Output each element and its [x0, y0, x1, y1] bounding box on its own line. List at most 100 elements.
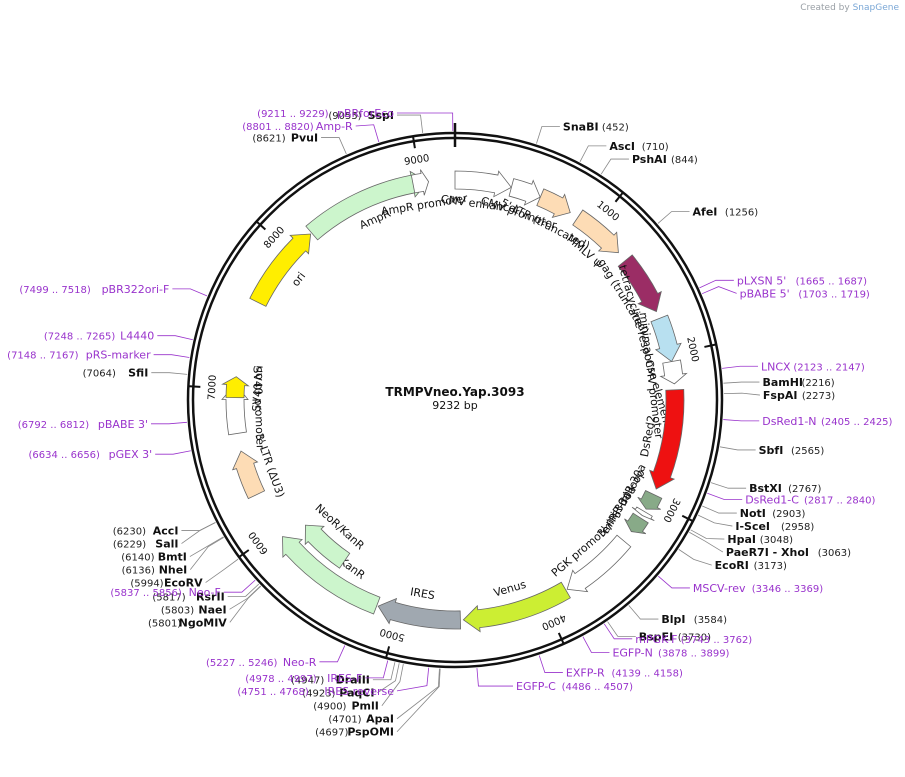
site-leader — [702, 505, 737, 514]
primer-ires-f[interactable]: IRES-F(4978 .. 4997) — [245, 672, 362, 685]
site-fspai[interactable]: FspAI(2273) — [763, 389, 835, 402]
primer-position: (7148 .. 7167) — [7, 351, 79, 362]
site-name: NaeI — [198, 603, 226, 616]
feature-pgk-promoter[interactable] — [566, 534, 632, 593]
site-ecori[interactable]: EcoRI(3173) — [715, 559, 787, 572]
primer-amp-r[interactable]: Amp-R(8801 .. 8820) — [242, 120, 353, 133]
site-i-scei[interactable]: I-SceI(2958) — [735, 520, 814, 533]
primer-mscv-rev[interactable]: MSCV-rev(3346 .. 3369) — [693, 582, 823, 595]
primer-neo-r[interactable]: Neo-R(5227 .. 5246) — [206, 656, 317, 669]
site-acci[interactable]: AccI(6230) — [113, 525, 179, 538]
site-name: SspI — [368, 109, 394, 122]
feature-cmv-enhancer[interactable] — [454, 170, 512, 198]
primer-position: (6634 .. 6656) — [29, 450, 101, 461]
feature-mir-30a-loop[interactable] — [631, 506, 655, 522]
site-paqci[interactable]: PaqCI(4923) — [302, 687, 374, 700]
primer-dsred1-n[interactable]: DsRed1-N(2405 .. 2425) — [762, 415, 892, 428]
site-pvui[interactable]: PvuI(8621) — [252, 131, 318, 144]
primer-egfp-n[interactable]: EGFP-N(3878 .. 3899) — [612, 646, 729, 659]
site-name: HpaI — [727, 533, 756, 546]
site-asci[interactable]: AscI(710) — [609, 140, 668, 153]
site-draiii[interactable]: DraIII(4947) — [291, 674, 370, 687]
feature-cmv-promoter[interactable] — [508, 178, 541, 206]
feature-3-mir-30a[interactable] — [624, 512, 649, 535]
site-snabi[interactable]: SnaBI(452) — [563, 120, 629, 133]
primer-name: L4440 — [120, 330, 154, 343]
feature-ires[interactable] — [377, 597, 462, 630]
primer-name: pLXSN 5' — [737, 274, 786, 287]
site-afei[interactable]: AfeI(1256) — [693, 206, 759, 219]
primer-exfp-r[interactable]: EXFP-R(4139 .. 4158) — [566, 667, 683, 680]
site-leader — [678, 549, 712, 566]
site-name: SbfI — [759, 444, 784, 457]
tick-3000 — [681, 514, 693, 522]
site-leader — [690, 529, 725, 540]
tick-label-2000: 2000 — [684, 336, 700, 363]
feature-neor-kanr[interactable] — [282, 536, 381, 615]
primer-name: MSCV-rev — [693, 582, 746, 595]
site-position: (4923) — [302, 689, 335, 700]
site-leader — [321, 137, 347, 155]
primer-pbrforeco[interactable]: pBRforEco(9211 .. 9229) — [257, 107, 394, 120]
primer-pbabe-5[interactable]: pBABE 5'(1703 .. 1719) — [740, 287, 870, 300]
primer-l4440[interactable]: L4440(7248 .. 7265) — [44, 330, 154, 343]
site-sbfi[interactable]: SbfI (2565) — [759, 444, 825, 457]
primer-egfp-c[interactable]: EGFP-C(4486 .. 4507) — [516, 680, 633, 693]
site-naei[interactable]: NaeI(5803) — [161, 603, 227, 616]
feature-mmlv[interactable] — [572, 209, 619, 254]
primer-neo-f[interactable]: Neo-F(5837 .. 5856) — [110, 586, 220, 599]
site-bmti[interactable]: BmtI(6140) — [121, 551, 187, 564]
primer-dsred1-c[interactable]: DsRed1-C(2817 .. 2840) — [745, 493, 875, 506]
feature-dsred2[interactable] — [649, 388, 685, 490]
site-name: PvuI — [291, 131, 318, 144]
site-sspi[interactable]: SspI(9055) — [328, 109, 394, 122]
primer-pgex-3[interactable]: pGEX 3'(6634 .. 6656) — [29, 448, 153, 461]
site-position: (2565) — [791, 446, 824, 457]
site-rsrii[interactable]: RsrII(5817) — [152, 590, 224, 603]
site-ecorv[interactable]: EcoRV(5994) — [130, 577, 203, 590]
site-nhei[interactable]: NheI(6136) — [122, 564, 188, 577]
primer-position: (7499 .. 7518) — [19, 285, 91, 296]
primer-leader — [707, 492, 743, 500]
primer-pbabe-3[interactable]: pBABE 3'(6792 .. 6812) — [18, 418, 148, 431]
tick-label-4000: 4000 — [540, 611, 568, 631]
primer-prs-marker[interactable]: pRS-marker(7148 .. 7167) — [7, 349, 151, 362]
site-bstxi[interactable]: BstXI(2767) — [749, 482, 821, 495]
site-apai[interactable]: ApaI(4701) — [328, 713, 394, 726]
site-blpi[interactable]: BlpI(3584) — [661, 613, 727, 626]
site-name: RsrII — [196, 590, 225, 603]
tick-label-3000: 3000 — [660, 496, 681, 524]
site-bamhi[interactable]: BamHI(2216) — [762, 376, 834, 389]
site-noti[interactable]: NotI(2903) — [740, 507, 806, 520]
feature-venus[interactable] — [462, 581, 571, 633]
site-position: (7064) — [83, 369, 116, 380]
feature-sv40-ori[interactable] — [221, 376, 250, 399]
primer-plxsn-5[interactable]: pLXSN 5'(1665 .. 1687) — [737, 274, 867, 287]
site-sali[interactable]: SalI(6229) — [113, 538, 179, 551]
feature-ampr-promoter[interactable] — [410, 169, 430, 196]
site-pspomi[interactable]: PspOMI(4697) — [315, 726, 394, 739]
feature-minimal-cmv-promoter[interactable] — [659, 359, 688, 385]
site-ngomiv[interactable]: NgoMIV(5801) — [148, 616, 227, 629]
site-position: (2767) — [788, 484, 821, 495]
primer-mpgk-f[interactable]: mPGK-F(3743 .. 3762) — [635, 633, 752, 646]
site-bspei[interactable]: BspEI(3730) — [639, 630, 711, 643]
feature-5-mir-30a[interactable] — [637, 490, 663, 510]
site-paer7i-xhoi[interactable]: PaeR7I - XhoI(3063) — [726, 546, 851, 559]
primer-lncx[interactable]: LNCX(2123 .. 2147) — [761, 360, 865, 373]
site-pmli[interactable]: PmlI(4900) — [313, 700, 379, 713]
site-sfii[interactable]: SfiI(7064) — [83, 367, 149, 380]
feature-gag-truncated[interactable] — [617, 254, 662, 313]
feature-3-ltr-u3[interactable] — [231, 450, 266, 500]
primer-ires-reverse[interactable]: IRES reverse(4751 .. 4768) — [237, 685, 394, 698]
site-leader — [189, 537, 224, 570]
feature-5-ltr-truncated[interactable] — [536, 188, 571, 218]
site-hpai[interactable]: HpaI (3048) — [727, 533, 793, 546]
site-position: (3048) — [760, 535, 793, 546]
primer-pbr322ori-f[interactable]: pBR322ori-F(7499 .. 7518) — [19, 283, 169, 296]
site-leader — [697, 514, 733, 527]
feature-ori[interactable] — [249, 233, 312, 307]
site-pshai[interactable]: PshAI(844) — [632, 153, 698, 166]
feature-tetracycline-response-element[interactable] — [650, 314, 682, 363]
feature-neor-kanr-inner[interactable] — [304, 524, 351, 569]
